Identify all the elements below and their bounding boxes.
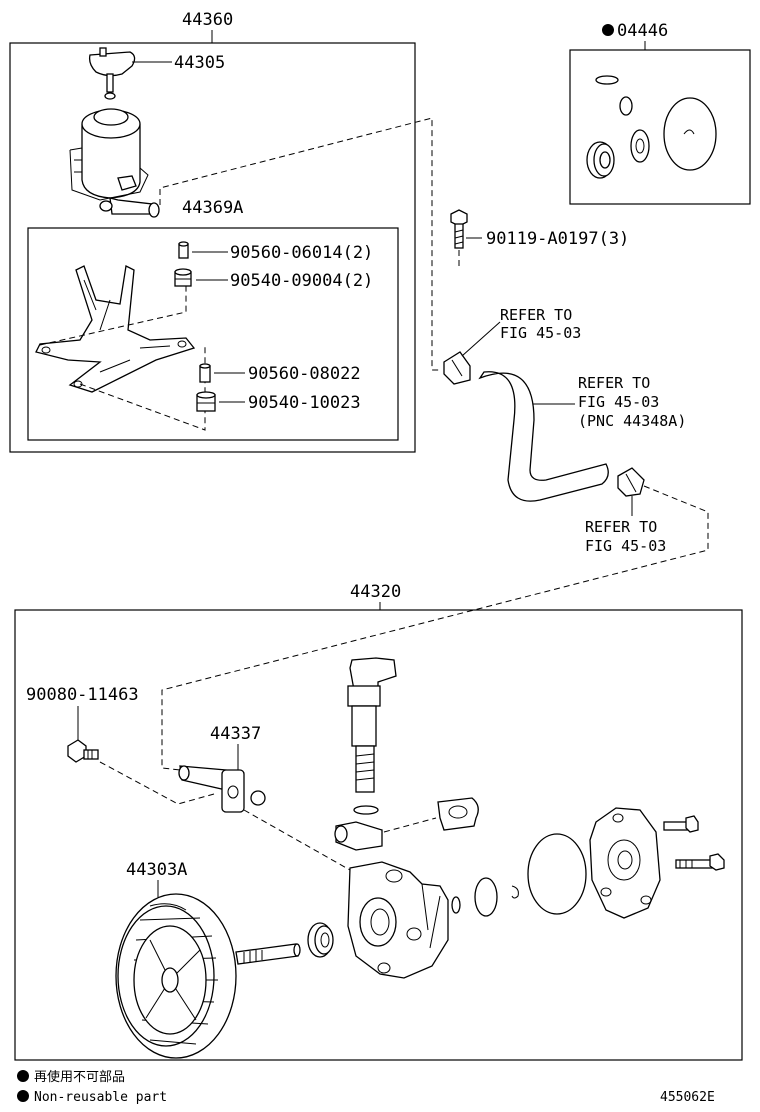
cover-bolts-drawing (663, 815, 725, 871)
non-reusable-marker (602, 24, 614, 36)
part-label-90119-a0197: 90119-A0197(3) (486, 229, 629, 249)
legend: 再使用不可部品 Non-reusable part (17, 1069, 167, 1105)
legend-marker-en (17, 1090, 29, 1102)
pump-shaft-drawing (235, 943, 301, 965)
part-label-90540-09004: 90540-09004(2) (230, 271, 373, 291)
reservoir-assembly-group: 44360 44305 44369A (9, 10, 440, 453)
group-label-44360: 44360 (182, 10, 233, 30)
bolt-drawing (450, 209, 468, 249)
hose-drawing (478, 371, 609, 502)
dashed-suction-port (383, 817, 437, 833)
leader-refer-1 (461, 321, 501, 357)
legend-marker-jp (17, 1070, 29, 1082)
hose-clamp-upper (443, 351, 471, 385)
gasket-kit-box (569, 49, 751, 205)
figure-id: 455062E (660, 1090, 715, 1105)
reservoir-assembly-box (9, 42, 416, 453)
group-label-04446: 04446 (617, 21, 668, 41)
refer-note-2-line3: (PNC 44348A) (578, 412, 686, 430)
pump-rear-cover-drawing (589, 807, 661, 919)
reservoir-cap-drawing (88, 47, 136, 100)
group-label-44369a: 44369A (182, 198, 243, 218)
hose-clamp-lower (617, 467, 645, 497)
dashed-union-bolt (99, 761, 215, 805)
pump-seal-rings-drawing (451, 877, 519, 917)
part-label-90560-06014: 90560-06014(2) (230, 243, 373, 263)
suction-port-drawing (437, 797, 479, 831)
legend-text-en: Non-reusable part (34, 1090, 167, 1105)
dashed-reservoir-to-clamp (159, 117, 440, 371)
cushion-upper-drawing (174, 268, 192, 287)
pump-assembly-group: 44320 90080-11463 44337 (14, 582, 743, 1061)
dashed-clamp-to-union (161, 485, 709, 771)
pump-cover-gasket-drawing (527, 833, 587, 915)
collar-upper-drawing (178, 241, 189, 259)
pressure-sensor-drawing (347, 657, 397, 815)
shaft-bearing-drawing (307, 922, 334, 958)
gasket-kit-drawing (586, 75, 717, 179)
outlet-fitting-drawing (334, 821, 383, 851)
part-label-44337: 44337 (210, 724, 261, 744)
refer-note-1-line1: REFER TO (500, 306, 572, 324)
part-label-44303a: 44303A (126, 860, 187, 880)
reservoir-bracket-box (27, 227, 399, 441)
reservoir-bracket-drawing (35, 265, 196, 393)
refer-note-3-line1: REFER TO (585, 518, 657, 536)
dashed-bracket-lower (79, 346, 206, 431)
refer-note-1-line2: FIG 45-03 (500, 324, 581, 342)
suction-union-drawing (178, 765, 266, 813)
part-label-90540-10023: 90540-10023 (248, 393, 361, 413)
part-label-44305: 44305 (174, 53, 225, 73)
refer-note-3-line2: FIG 45-03 (585, 537, 666, 555)
pump-pulley-drawing (115, 893, 237, 1059)
pump-assembly-box (14, 609, 743, 1061)
pump-body-drawing (347, 861, 449, 979)
union-bolt-drawing (67, 739, 99, 763)
collar-lower-drawing (199, 363, 211, 383)
part-label-90080-11463: 90080-11463 (26, 685, 139, 705)
reservoir-tank-drawing (69, 108, 160, 218)
legend-text-jp: 再使用不可部品 (34, 1069, 125, 1085)
dashed-union-to-pump (243, 809, 351, 871)
refer-note-2-line2: FIG 45-03 (578, 393, 659, 411)
group-label-44320: 44320 (350, 582, 401, 602)
cushion-lower-drawing (196, 391, 216, 412)
part-label-90560-08022: 90560-08022 (248, 364, 361, 384)
gasket-kit-group: 04446 (569, 21, 751, 205)
refer-note-2-line1: REFER TO (578, 374, 650, 392)
